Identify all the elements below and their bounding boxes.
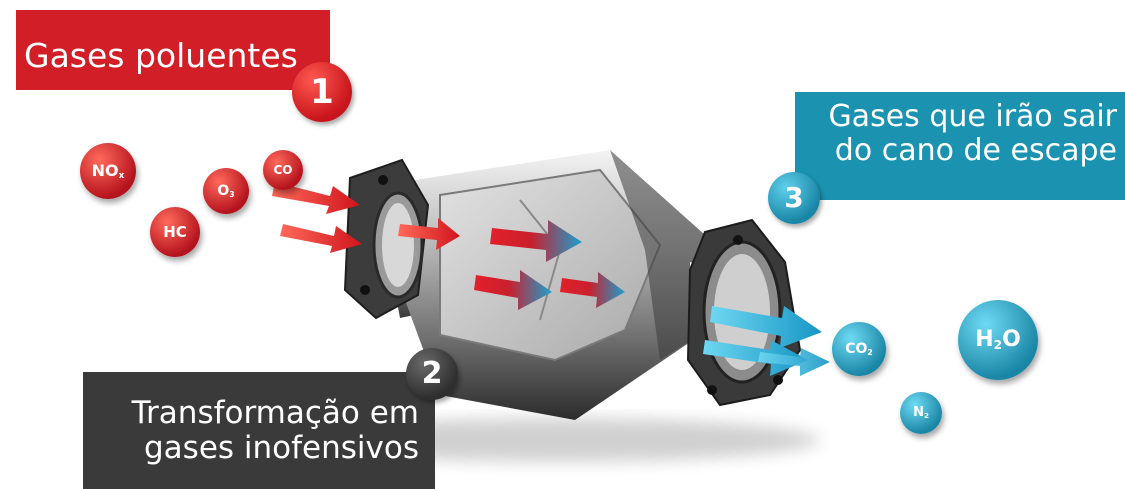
flow-arrow-transform-upper [490,220,582,262]
molecule-n2: N2 [900,392,942,434]
flow-arrow-transform-lower-right [560,272,625,308]
molecule-hc-main: HC [163,223,187,241]
molecule-h2o-sub: 2 [993,338,1003,353]
molecule-co2-sub: 2 [867,347,873,357]
molecule-co-main: CO [273,163,293,177]
flow-arrow-in-pipe [398,218,460,250]
molecule-co2: CO2 [832,322,886,376]
molecule-co2-main: CO [845,341,868,357]
step-3-badge: 3 [768,172,820,224]
exhaust-gases-line-1: Gases que irão sair [828,99,1117,134]
exhaust-gases-label: Gases que irão sair do cano de escape [795,92,1125,200]
transformation-label: Transformação em gases inofensivos [83,372,435,489]
flow-arrow-out-upper [710,306,822,348]
molecule-h2o-main: H [975,327,994,352]
molecule-nox-sub: x [118,171,125,182]
exhaust-gases-line-2: do cano de escape [834,132,1117,168]
molecule-o3: O3 [203,168,249,214]
molecule-o3-sub: 3 [229,189,235,199]
flow-arrow-out-lower [703,340,808,376]
molecule-co: CO [263,150,303,190]
molecule-hc: HC [150,207,200,257]
molecule-o3-main: O [217,183,230,199]
transformation-line-1: Transformação em [131,395,419,431]
molecule-h2o-tail: O [1002,327,1021,352]
molecule-n2-sub: 2 [923,410,929,420]
transformation-line-2: gases inofensivos [144,429,419,466]
step-1-badge: 1 [292,62,352,122]
step-2-badge: 2 [406,348,458,400]
flow-arrow-out-tail [758,348,830,376]
flow-arrow-transform-lower-left [474,270,552,310]
flow-arrow-in-lower [280,224,362,253]
molecule-h2o: H2O [958,300,1038,380]
molecule-n2-main: N [913,405,924,420]
pollutant-gases-label: Gases poluentes [16,10,330,90]
flow-arrow-in-upper [272,182,360,214]
molecule-nox-main: NO [91,161,119,180]
pollutant-gases-text: Gases poluentes [24,36,298,75]
molecule-nox: NOx [80,143,136,199]
